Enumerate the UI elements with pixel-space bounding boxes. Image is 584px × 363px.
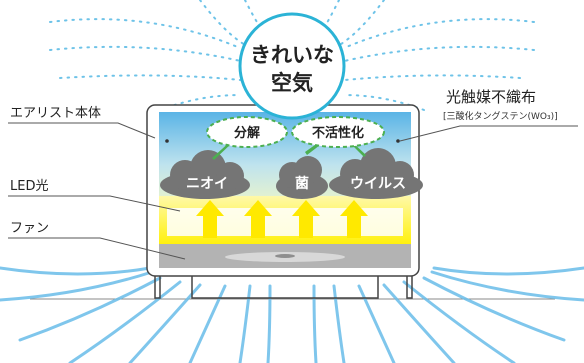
label-catalyst: 光触媒不織布 xyxy=(446,88,536,106)
cloud-bacteria xyxy=(276,156,328,199)
decompose-oval xyxy=(206,116,288,148)
inactivate-oval xyxy=(291,116,385,148)
cloud-virus xyxy=(329,148,423,199)
pollutant-virus: ウイルス xyxy=(350,176,406,192)
label-device: エアリスト本体 xyxy=(10,106,101,121)
center-text-line1: きれいな xyxy=(250,43,334,67)
label-catalyst-sub: [三酸化タングステン(WO₃)] xyxy=(443,110,558,122)
center-text-line2: 空気 xyxy=(271,71,313,95)
result-inactivate: 不活性化 xyxy=(312,125,364,141)
clean-air-circle xyxy=(238,12,346,120)
pollutant-odor: ニオイ xyxy=(186,176,228,192)
label-fan: ファン xyxy=(10,221,49,236)
leader-lines xyxy=(8,122,578,260)
cloud-odor xyxy=(160,150,250,199)
result-decompose: 分解 xyxy=(234,125,260,141)
air-outflow xyxy=(0,266,584,363)
pollutant-bacteria: 菌 xyxy=(295,175,309,192)
label-led: LED光 xyxy=(10,179,48,194)
led-light-arrows xyxy=(196,200,368,238)
